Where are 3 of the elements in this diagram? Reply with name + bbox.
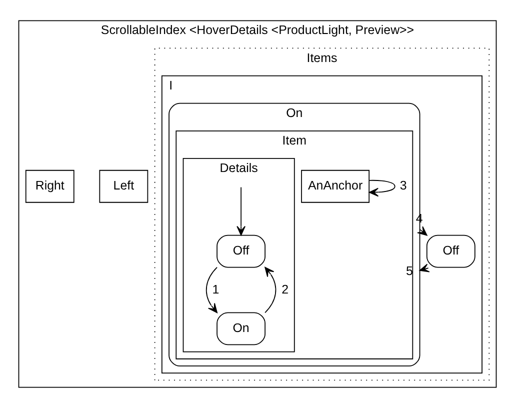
edge-label: 2 [282, 282, 289, 296]
edge-label: 1 [212, 282, 220, 296]
edge-label: 3 [400, 178, 407, 192]
